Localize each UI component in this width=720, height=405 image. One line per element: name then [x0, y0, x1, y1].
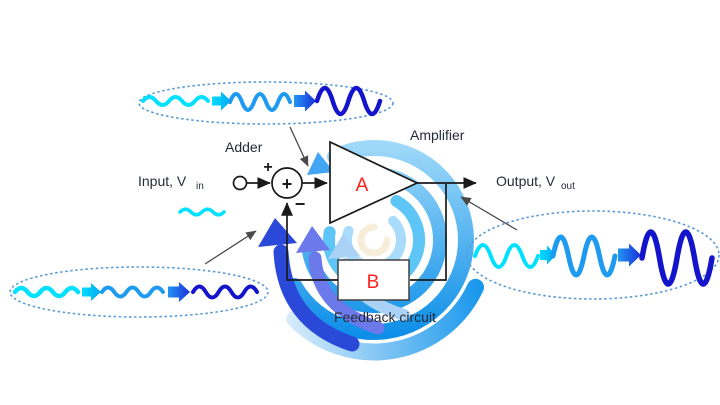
dotted-ellipse-top: [138, 81, 394, 125]
wave-small-cyan: [12, 285, 81, 299]
input-signal-wavelet: [178, 207, 226, 217]
pointer-top-ellipse-to-adder-wire: [289, 126, 309, 167]
wave-large-blue: [550, 234, 618, 278]
adder-plus-input-sign: +: [263, 159, 272, 176]
wave-large-dark: [314, 85, 383, 117]
wave-largest-dark: [639, 229, 715, 287]
feedback-circuit-label: Feedback circuit: [334, 309, 436, 325]
arrow-right-icon: [212, 91, 231, 111]
swirl-arc-arrowhead-icon: [307, 152, 334, 175]
circuit-blocks: [232, 140, 420, 301]
input-label-subscript: in: [196, 181, 204, 192]
wave-small-blue: [100, 285, 165, 299]
output-label: Output, V: [496, 173, 556, 189]
swirl-ring-center: [357, 223, 391, 257]
arrow-right-icon: [82, 283, 101, 301]
arrow-right-icon: [540, 245, 556, 265]
wave-small-cyan: [141, 95, 210, 107]
output-label-subscript: out: [561, 181, 575, 192]
swirl-ring-1: [286, 139, 474, 340]
circuit-wires: [246, 177, 477, 281]
arrow-right-icon: [168, 282, 190, 302]
arrow-right-icon: [294, 90, 316, 112]
pointer-right-ellipse-to-output-wire: [460, 196, 518, 231]
feedback-circuit-box: [337, 259, 410, 301]
adder-input-waveform-group: [138, 81, 394, 125]
feedback-loop-waveform-group: [9, 266, 269, 318]
dotted-ellipse-bottom-left: [9, 266, 269, 318]
swirl-curved-arrow-dark-head-icon: [258, 218, 297, 247]
amplifier-triangle: [329, 140, 420, 225]
amplifier-label: Amplifier: [410, 127, 465, 143]
wave-small-dark: [191, 284, 259, 300]
swirl-curved-arrow-light-head-icon: [328, 234, 360, 259]
swirl-curved-arrow-dark: [273, 244, 360, 352]
feedback-swirl-decoration: [258, 139, 484, 361]
swirl-outer-swoosh: [286, 278, 484, 361]
dotted-ellipse-right: [466, 210, 720, 300]
wire-output-tap-to-feedback: [410, 184, 447, 281]
adder-plus-symbol: +: [282, 174, 293, 194]
swirl-curved-arrow-mid: [308, 251, 385, 335]
amplifier-gain-label: A: [356, 175, 369, 196]
adder-minus-input-sign: −: [295, 194, 306, 214]
arrow-right-icon: [618, 243, 641, 267]
pointer-bottom-ellipse-to-feedback: [204, 230, 257, 265]
adder-label: Adder: [225, 139, 263, 155]
wave-medium-cyan: [473, 243, 540, 269]
wire-feedback-to-adder: [281, 202, 338, 281]
input-label: Input, V: [138, 173, 187, 189]
output-waveform-group: [466, 210, 720, 300]
wave-medium-blue: [228, 92, 292, 112]
swirl-curved-arrow-mid-head-icon: [296, 226, 330, 253]
feedback-gain-label: B: [367, 272, 380, 293]
input-terminal: [232, 175, 248, 191]
annotation-lines: [204, 126, 518, 265]
